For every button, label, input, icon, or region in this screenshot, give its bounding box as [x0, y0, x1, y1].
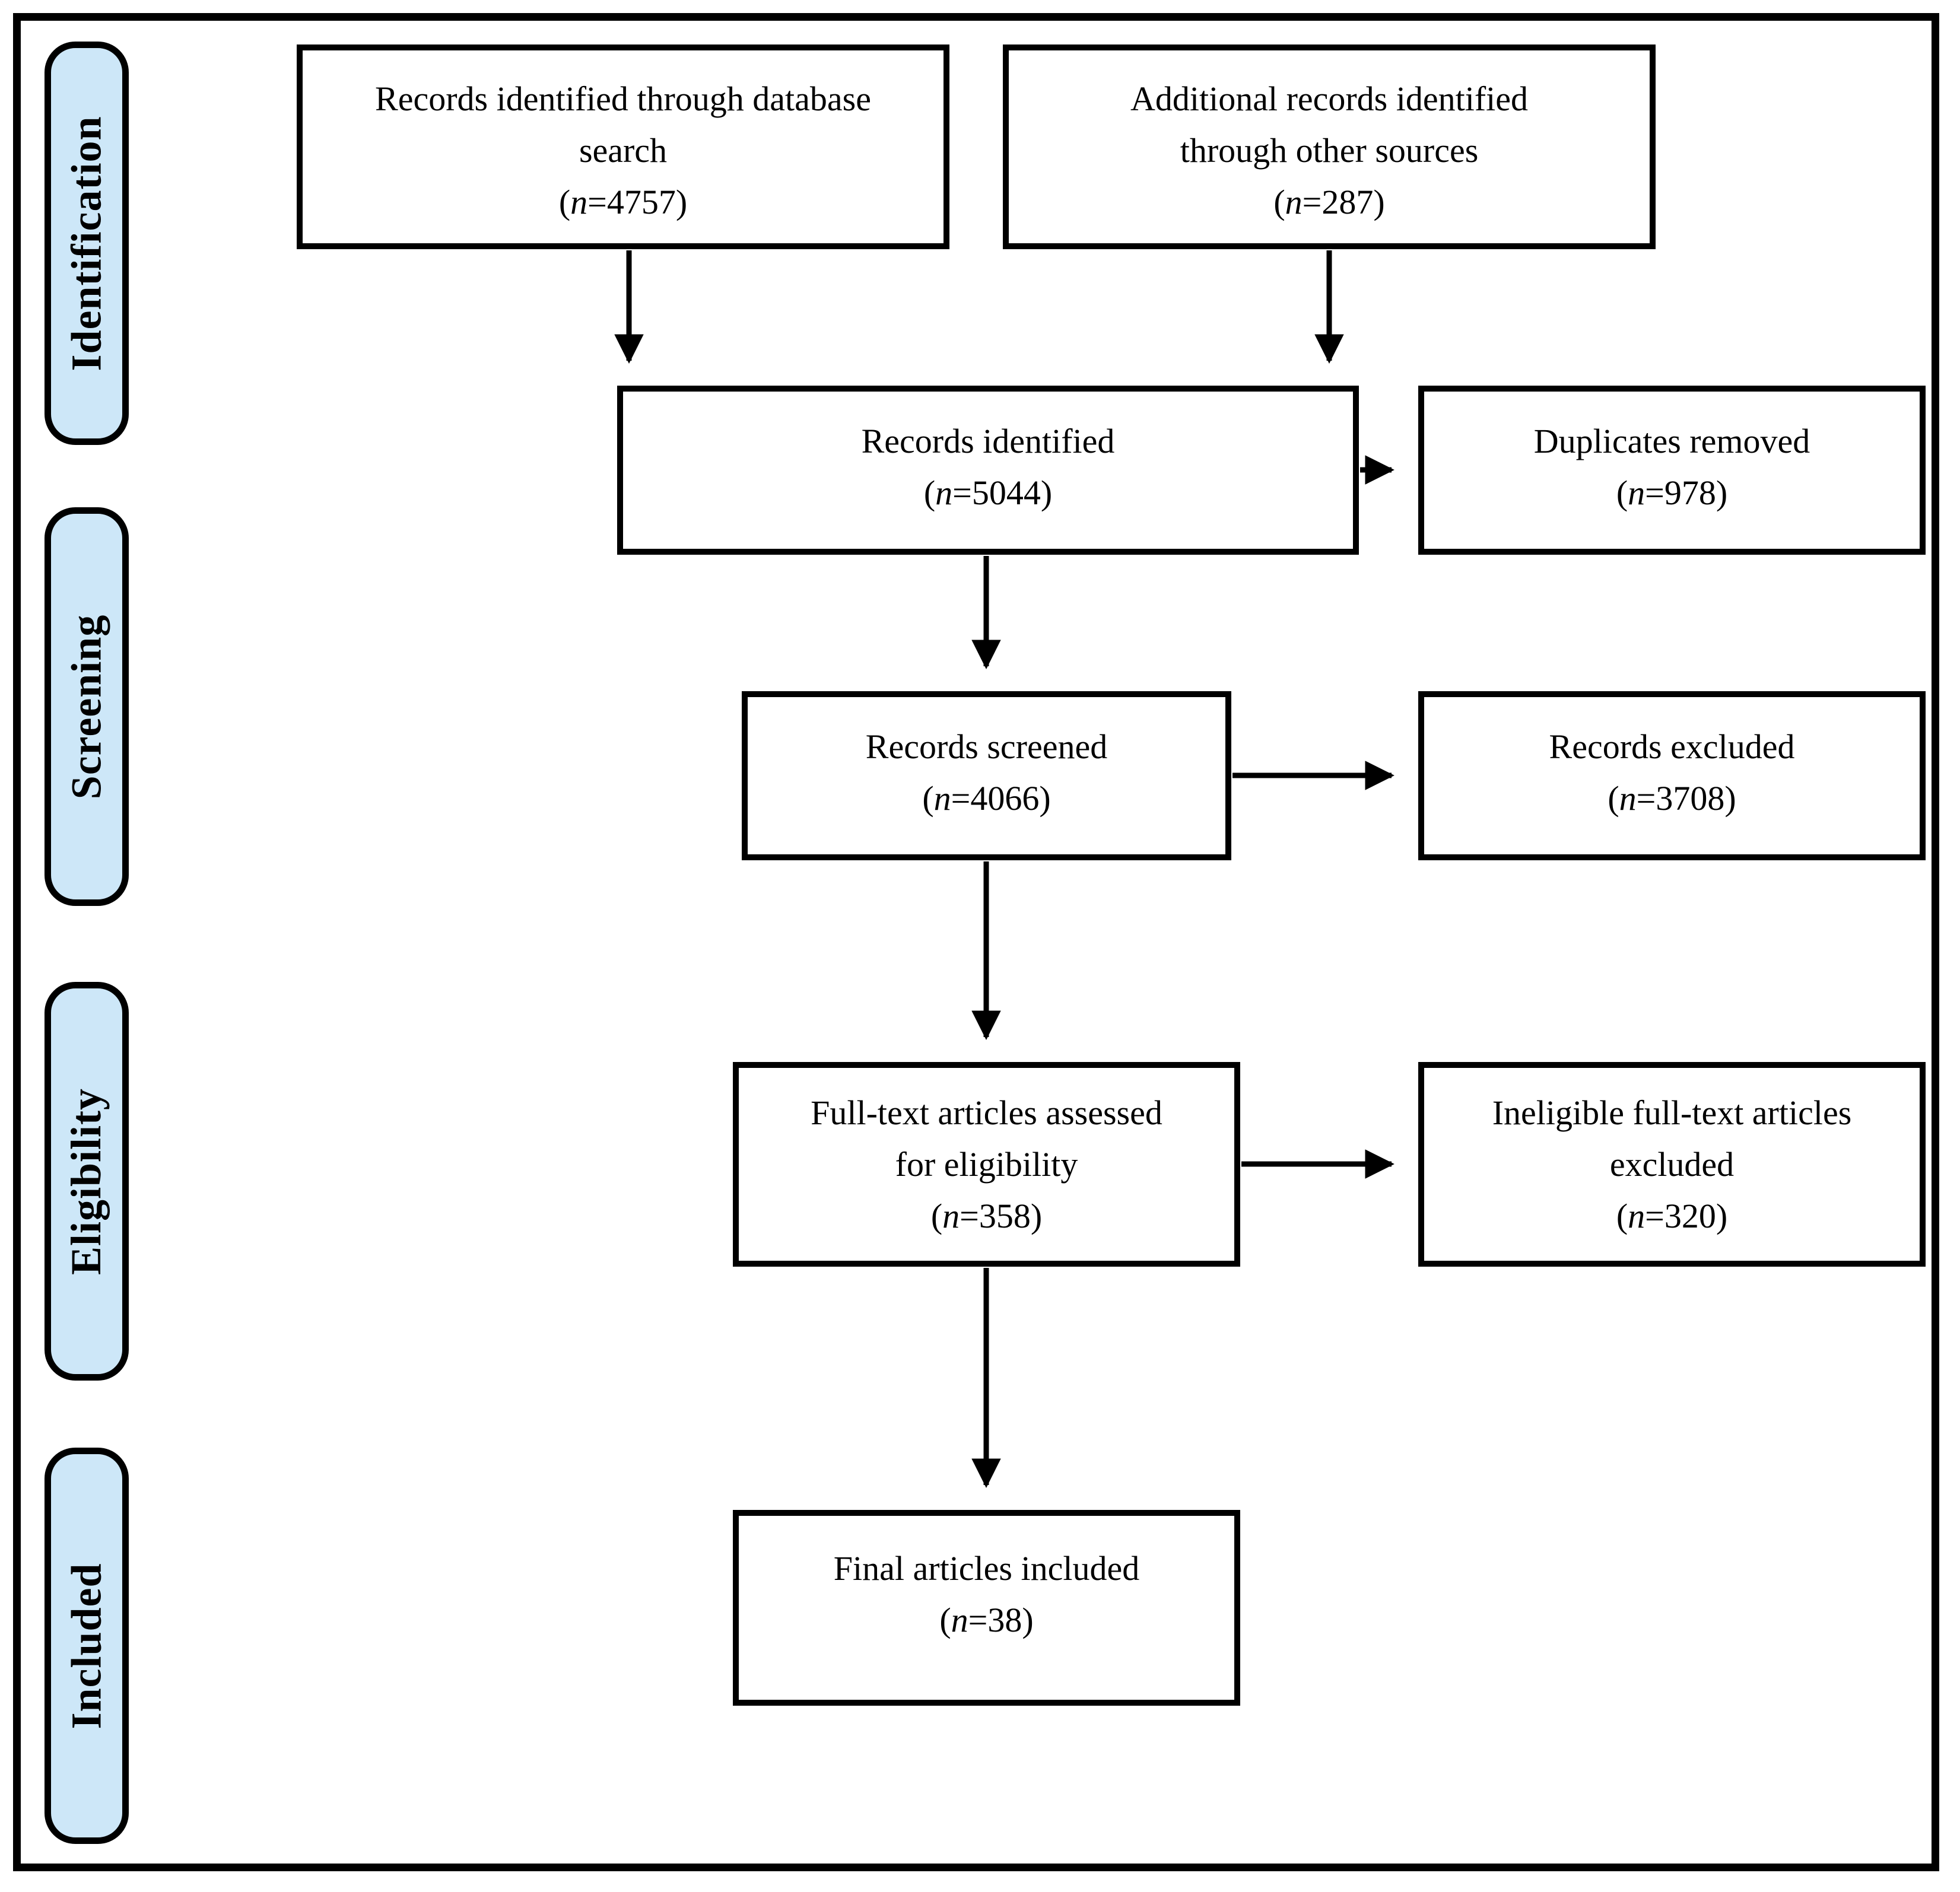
box-duplicates-removed: Duplicates removed (n=978) [1418, 386, 1926, 555]
box-count: (n=287) [1273, 183, 1385, 221]
box-final-articles-included: Final articles included (n=38) [733, 1510, 1240, 1706]
box-records-excluded: Records excluded (n=3708) [1418, 691, 1926, 860]
box-label-line: Records excluded [1549, 727, 1795, 766]
box-count: (n=38) [939, 1601, 1034, 1639]
box-label-line: Additional records identified [1130, 80, 1529, 118]
stage-screening-label: Screening [62, 614, 110, 799]
stage-identification-label: Identification [62, 115, 110, 371]
stage-screening: Screening [45, 507, 129, 906]
box-count: (n=3708) [1608, 779, 1736, 818]
box-label-line: Records screened [865, 727, 1108, 766]
box-count: (n=4066) [922, 779, 1051, 818]
stage-included-label: Included [62, 1562, 110, 1729]
stage-eligibility: Eligibility [45, 982, 129, 1381]
box-ineligible-fulltext-excluded: Ineligible full-text articles excluded (… [1418, 1062, 1926, 1267]
box-count: (n=4757) [558, 183, 688, 221]
box-count: (n=358) [930, 1197, 1043, 1235]
box-count: (n=978) [1616, 473, 1728, 512]
box-count: (n=5044) [923, 473, 1053, 512]
box-label-line: Final articles included [833, 1549, 1140, 1588]
box-label-line: Duplicates removed [1533, 422, 1810, 460]
box-additional-records-other-sources: Additional records identified through ot… [1003, 44, 1656, 249]
diagram-outer-border [13, 13, 1939, 1871]
stage-eligibility-label: Eligibility [62, 1087, 110, 1275]
box-label-line: Ineligible full-text articles [1492, 1093, 1852, 1132]
stage-identification: Identification [45, 42, 129, 445]
stage-included: Included [45, 1448, 129, 1844]
box-fulltext-assessed: Full-text articles assessed for eligibil… [733, 1062, 1240, 1267]
box-count: (n=320) [1616, 1197, 1728, 1235]
box-label-line: Full-text articles assessed [811, 1093, 1162, 1132]
box-records-identified: Records identified (n=5044) [617, 386, 1359, 555]
box-label-line: for eligibility [895, 1145, 1078, 1184]
box-records-identified-db-search: Records identified through database sear… [297, 44, 949, 249]
box-label-line: search [579, 131, 668, 170]
box-label-line: Records identified through database [375, 80, 871, 118]
box-records-screened: Records screened (n=4066) [742, 691, 1231, 860]
box-label-line: excluded [1609, 1145, 1735, 1184]
box-label-line: Records identified [861, 422, 1115, 460]
box-label-line: through other sources [1180, 131, 1479, 170]
